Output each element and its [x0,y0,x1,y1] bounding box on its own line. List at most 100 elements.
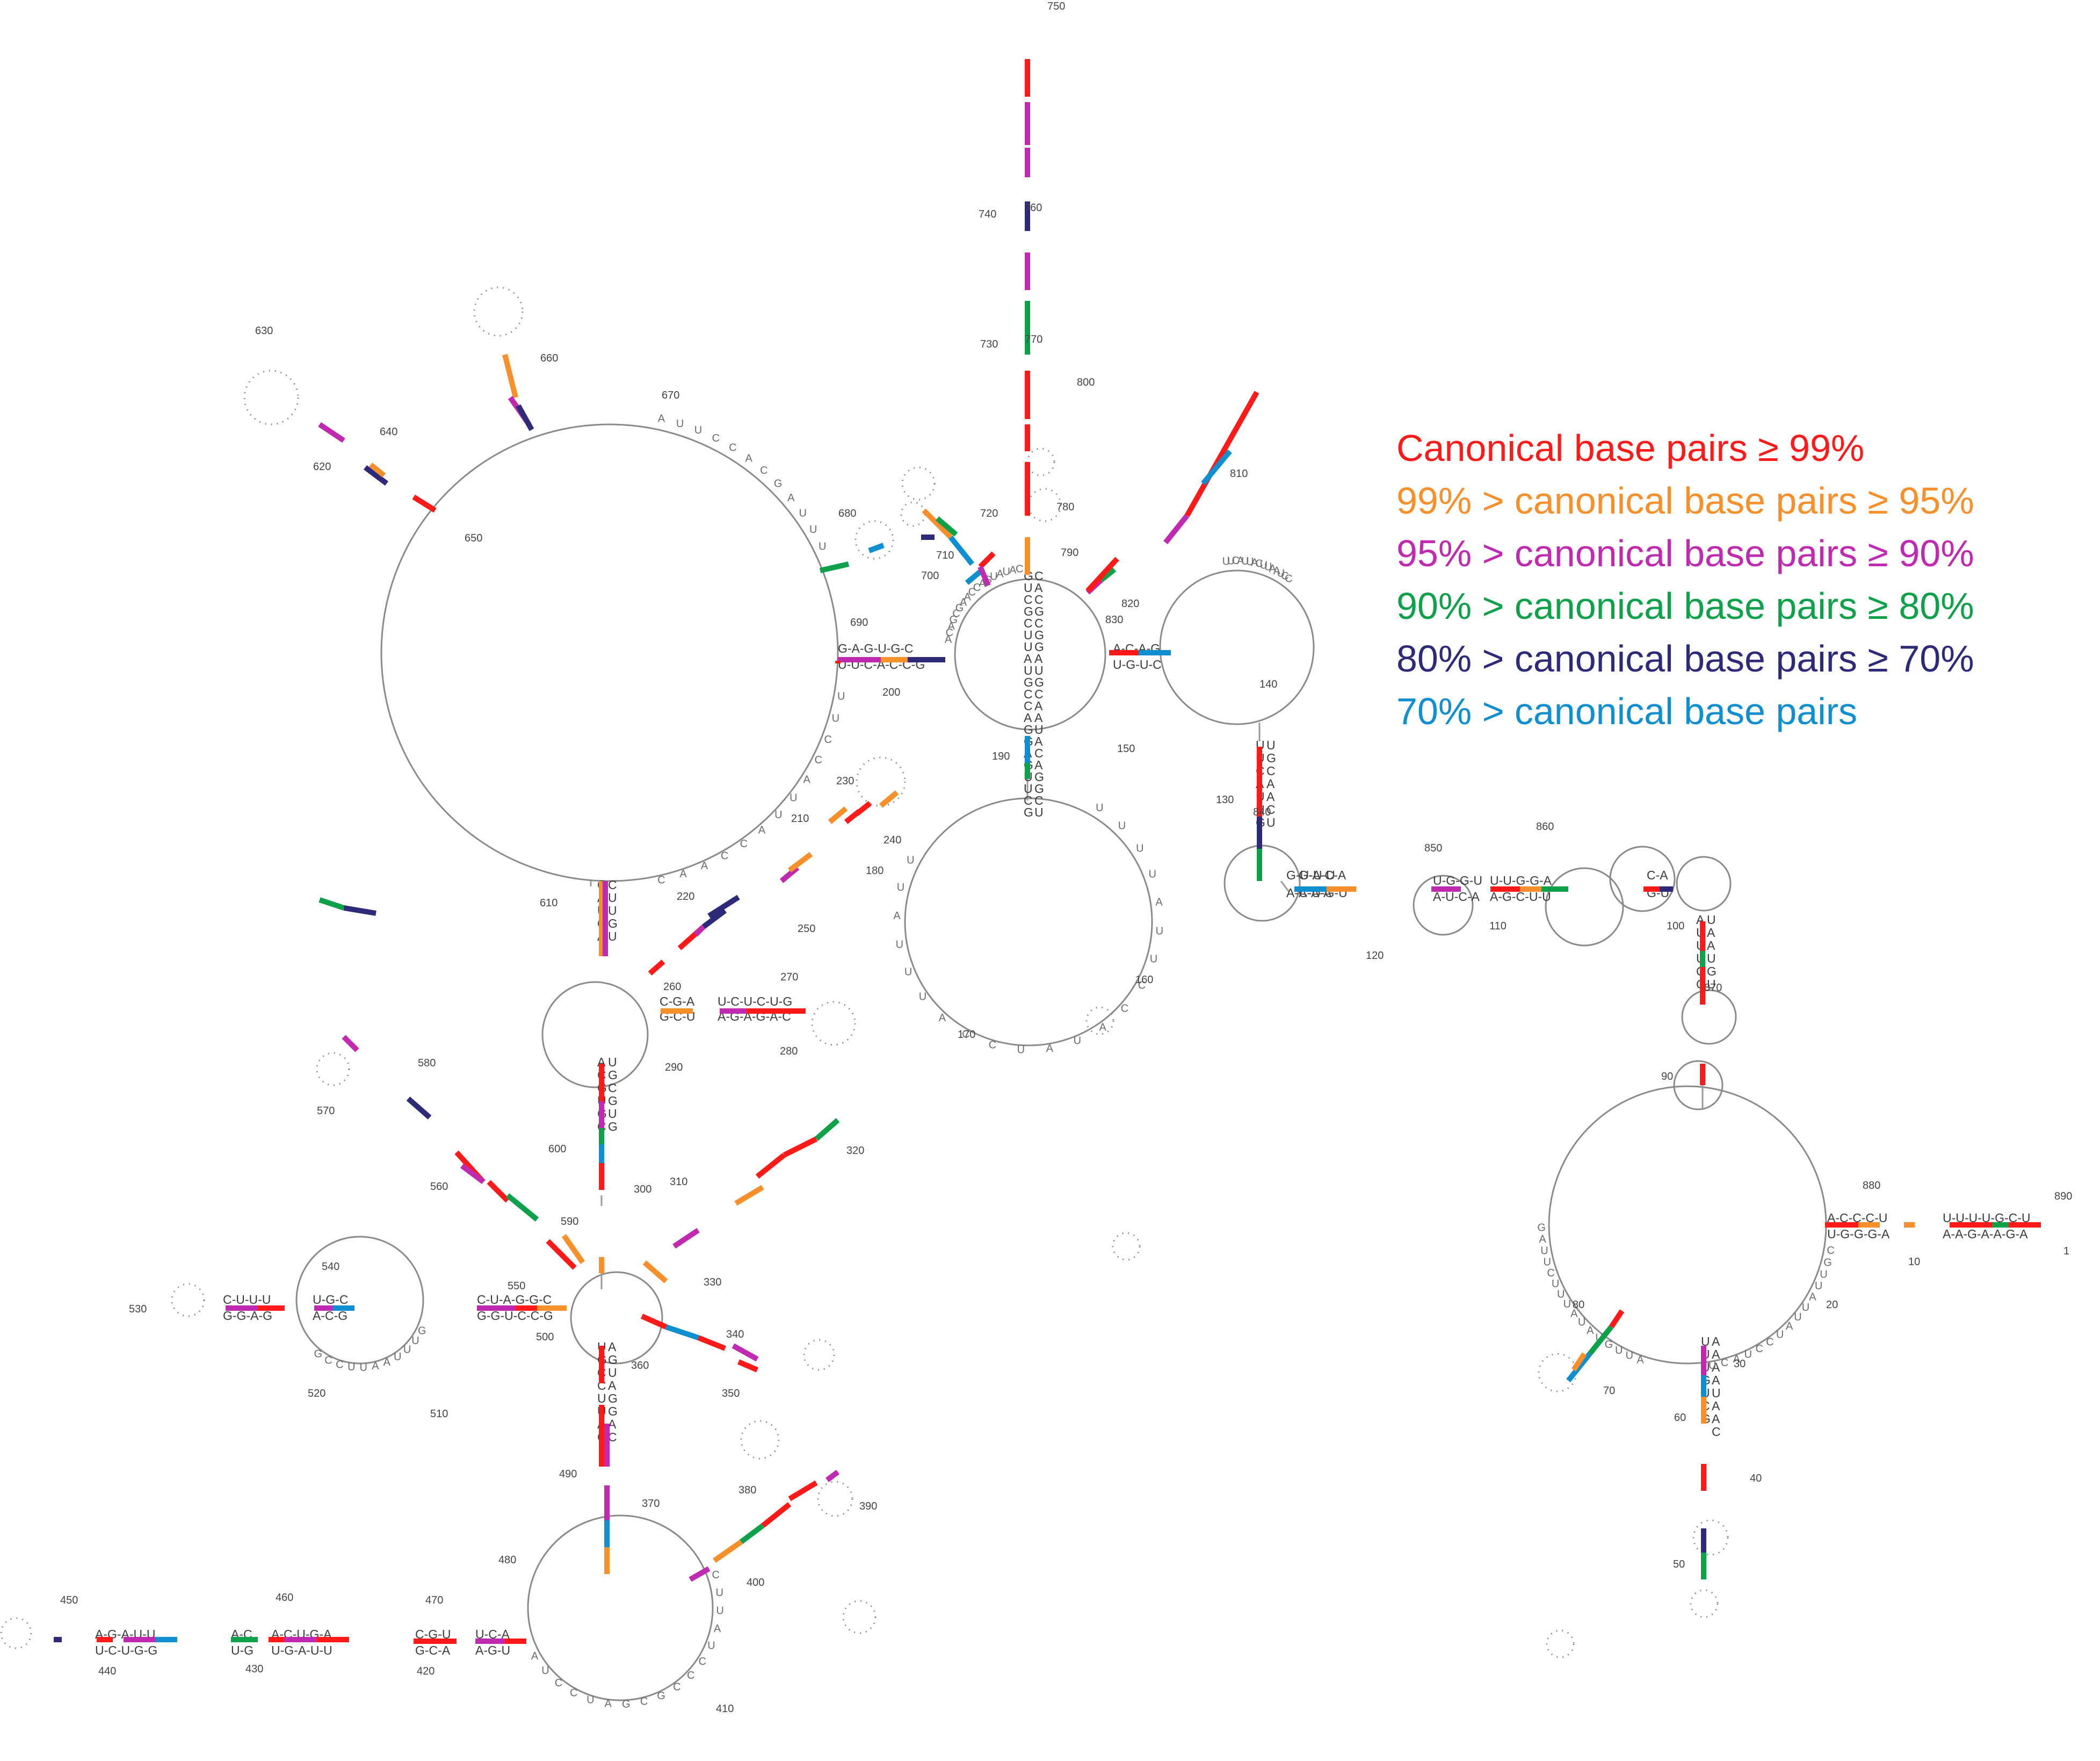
loop-nucleotide: U [990,571,997,583]
stem-nucleotide: A [1707,926,1715,940]
legend-item-3: 95% > canonical base pairs ≥ 90% [1396,532,1974,574]
hairpin-loop [171,1283,205,1317]
position-label: 260 [663,981,681,993]
loop-nucleotide: C [729,442,736,453]
stem-nucleotide: U [608,891,617,905]
loop-nucleotide: U [1744,1349,1752,1361]
stem-nucleotide: A [1024,652,1032,666]
position-label: 170 [958,1029,975,1041]
loop-nucleotide: U [799,508,806,519]
conservation-bar [828,806,848,824]
helix-strand: U-G [231,1643,254,1657]
position-label: 390 [859,1500,877,1512]
loop-nucleotide: U [1246,556,1254,568]
conservation-bar [814,1118,840,1141]
position-label: 560 [430,1181,448,1193]
position-label: 430 [245,1663,263,1675]
loop-nucleotide: U [586,1694,594,1706]
position-label: 540 [322,1261,339,1273]
helix-strand: A-G-U [475,1643,510,1657]
stem-nucleotide: G [1024,723,1033,737]
loop-nucleotide: U [541,1665,549,1677]
loop-nucleotide: G [1605,1339,1613,1351]
stem-nucleotide: A [1712,1360,1720,1374]
stem-nucleotide: U [1024,640,1033,654]
loop-nucleotide: G [418,1325,426,1337]
stem-nucleotide: A [1712,1334,1720,1348]
loop-nucleotide: C [760,465,767,477]
loop-nucleotide: U [1578,1317,1585,1329]
loop-nucleotide: A [1273,565,1281,577]
loop-nucleotide: A [714,1623,721,1635]
loop-nucleotide: C [687,1670,694,1681]
loop-nucleotide: C [1232,555,1239,567]
loop-nucleotide: U [819,541,826,553]
stem-nucleotide: U [1024,628,1033,642]
position-label: 330 [704,1276,721,1288]
loop-nucleotide: U [1222,555,1230,567]
helix-strand: G-C-A [415,1643,451,1657]
stem-nucleotide: A [1034,652,1043,666]
loop-nucleotide: U [403,1344,411,1355]
loop-nucleotide: A [1046,1043,1054,1055]
conservation-bar [1184,391,1259,517]
loop-circle [541,981,649,1088]
loop-nucleotide: C [962,1029,969,1041]
conservation-bar [1163,514,1189,545]
hairpin-loop [855,520,894,560]
position-label: 690 [850,617,868,629]
loop-nucleotide: U [790,792,797,804]
position-label: 600 [548,1143,566,1155]
position-label: 320 [846,1145,864,1157]
position-label: 300 [634,1183,651,1195]
stem-nucleotide: A [1034,734,1043,748]
conservation-bar [502,353,518,399]
loop-nucleotide: U [1096,802,1103,814]
loop-nucleotide: G [950,614,958,626]
loop-nucleotide: U [774,809,782,821]
loop-nucleotide: U [1615,1345,1623,1356]
stem-nucleotide: G [1034,782,1044,796]
hairpin-loop [901,466,936,501]
conservation-bar [343,905,376,916]
legend-item-1: Canonical base pairs ≥ 99% [1396,427,1865,469]
loop-nucleotide: C [712,432,720,444]
conservation-bar [689,1566,711,1582]
loop-nucleotide: A [372,1360,379,1372]
position-label: 130 [1216,794,1234,806]
loop-nucleotide: C [324,1354,332,1366]
position-label: 480 [498,1554,516,1566]
helix-strand: G-A-G-U-G-C [838,641,914,655]
conservation-bar [412,494,437,513]
stem-nucleotide: A [1034,699,1043,713]
conservation-bar [978,551,996,569]
loop-nucleotide: U [1543,1257,1551,1268]
stem-nucleotide: A [1034,758,1043,772]
position-label: 70 [1603,1385,1615,1397]
loop-nucleotide: A [893,910,901,922]
position-label: 610 [540,897,557,909]
loop-nucleotide: A [1009,564,1017,576]
position-label: 810 [1230,468,1248,480]
loop-nucleotide: A [1636,1354,1644,1366]
conservation-bar [642,1260,668,1283]
position-label: 290 [665,1062,683,1073]
position-label: 580 [418,1057,436,1069]
loop-nucleotide: U [1156,925,1163,937]
conservation-bar [783,1136,818,1158]
loop-nucleotide: A [1237,555,1244,567]
loop-nucleotide: C [673,1681,680,1693]
stem-nucleotide: C [1034,793,1044,807]
loop-nucleotide: U [1794,1311,1801,1323]
stem-nucleotide: C [608,1430,617,1444]
position-label: 270 [780,971,798,983]
conservation-bar [460,1164,485,1184]
hairpin-loop [473,286,524,337]
conservation-bar [318,897,345,911]
loop-nucleotide: U [1017,1044,1025,1056]
loop-nucleotide: U [1148,869,1156,880]
loop-nucleotide: C [555,1677,562,1689]
loop-nucleotide: G [1823,1257,1832,1269]
loop-nucleotide: A [803,774,811,785]
